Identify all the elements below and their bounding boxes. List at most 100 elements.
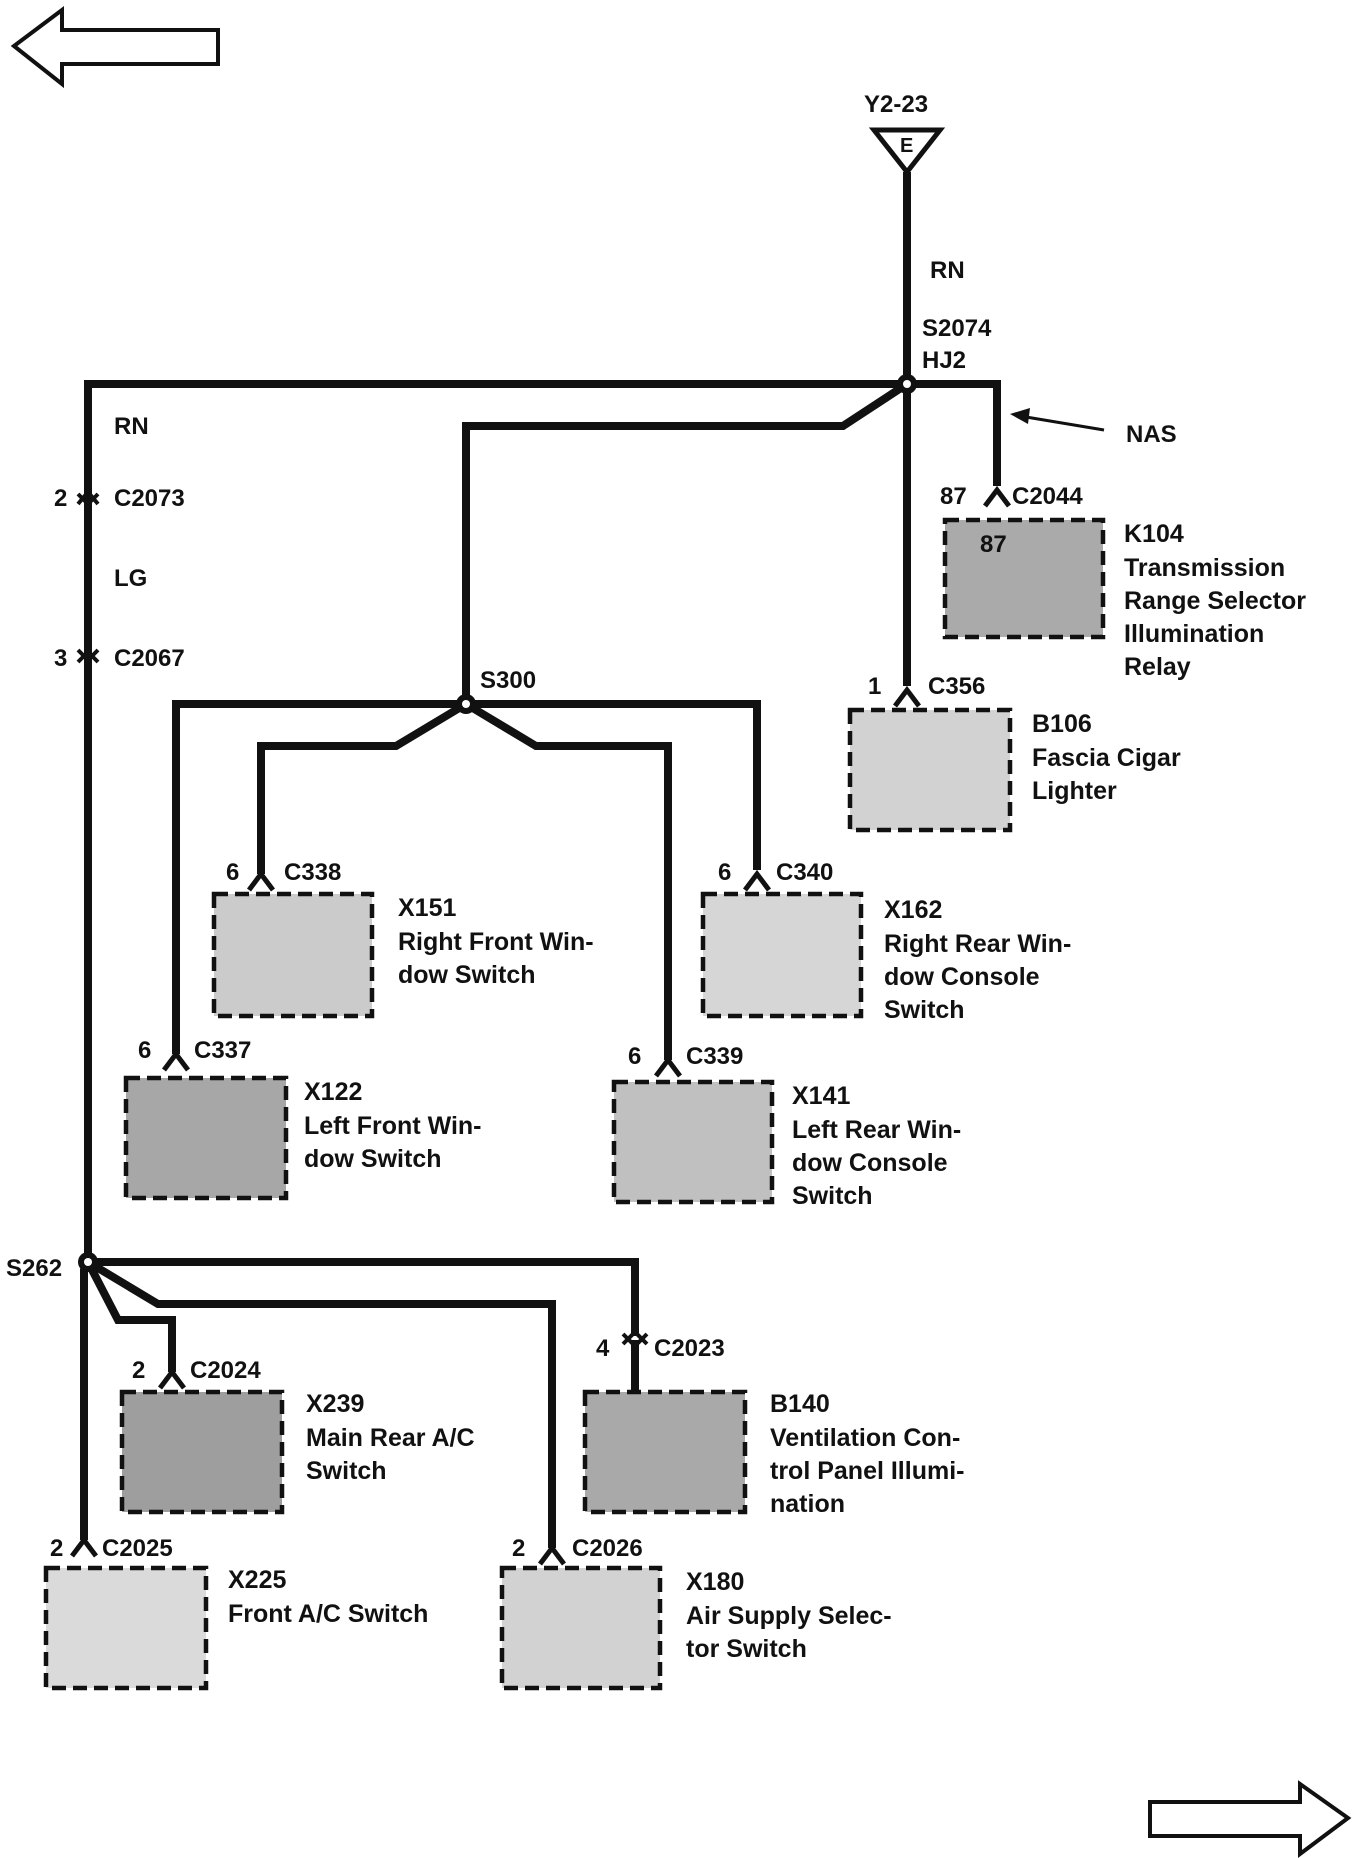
connector-c2024-pin: 2 — [132, 1357, 145, 1384]
splice-points — [78, 374, 917, 1272]
component-x122-id: X122 — [304, 1078, 362, 1106]
connector-c2067-name: C2067 — [114, 645, 185, 672]
component-x162-description: Right Rear Win- dow Console Switch — [884, 930, 1078, 1024]
wire-color-lg-left: LG — [114, 565, 147, 592]
nas-pointer — [1010, 408, 1105, 432]
connector-c356-pin: 1 — [868, 673, 881, 700]
ground-reference: Y2-23 E — [864, 91, 946, 177]
wire-left-main — [80, 380, 92, 1540]
component-b106-box[interactable] — [847, 707, 1013, 833]
component-b140-box[interactable] — [582, 1389, 748, 1515]
right-arrow-icon[interactable] — [1148, 1780, 1352, 1858]
component-x122-description: Left Front Win- dow Switch — [304, 1112, 488, 1173]
component-x151-id: X151 — [398, 894, 456, 922]
connector-c338-cap — [247, 869, 275, 892]
component-b106-id: B106 — [1032, 710, 1092, 738]
component-x239-box[interactable] — [119, 1389, 285, 1515]
connector-c2026-cap — [538, 1543, 566, 1566]
component-k104-description: Transmission Range Selector Illumination… — [1124, 554, 1313, 681]
connector-c338-name: C338 — [284, 859, 341, 886]
component-x162-id: X162 — [884, 896, 942, 924]
component-x141-id: X141 — [792, 1082, 850, 1110]
connector-caps — [70, 485, 1011, 1566]
connector-c2044-pin: 87 — [940, 483, 967, 510]
connector-c339-name: C339 — [686, 1043, 743, 1070]
connector-c339-pin: 6 — [628, 1043, 641, 1070]
connector-c2025-name: C2025 — [102, 1535, 173, 1562]
component-b140-id: B140 — [770, 1390, 830, 1418]
connector-c2025-pin: 2 — [50, 1535, 63, 1562]
labels: RN RN LG NAS S2074 HJ2 S300 S262 2 C2073… — [6, 257, 1313, 1663]
component-x225-description: Front A/C Switch — [228, 1600, 428, 1628]
left-arrow-icon[interactable] — [10, 6, 220, 89]
next-page-arrow[interactable] — [1148, 1780, 1352, 1858]
connector-c337-name: C337 — [194, 1037, 251, 1064]
wire-top-bus — [88, 380, 1001, 486]
connector-c2024-cap — [158, 1367, 186, 1390]
component-x180-id: X180 — [686, 1568, 744, 1596]
ground-triangle-icon — [868, 127, 946, 177]
ground-ref-label: Y2-23 — [864, 91, 928, 118]
connector-c340-name: C340 — [776, 859, 833, 886]
connector-c2073-pin: 2 — [54, 485, 67, 512]
splice-s2074-label: S2074 — [922, 315, 992, 342]
wires — [80, 172, 1001, 1548]
component-x239-description: Main Rear A/C Switch — [306, 1424, 482, 1485]
component-x141-description: Left Rear Win- dow Console Switch — [792, 1116, 968, 1210]
connector-c356-cap — [893, 685, 921, 708]
connector-c339-cap — [654, 1055, 682, 1078]
component-x225-id: X225 — [228, 1566, 286, 1594]
component-x141-box[interactable] — [611, 1079, 775, 1205]
component-x162-box[interactable] — [700, 891, 864, 1019]
wire-s262-to-c2023 — [88, 1258, 639, 1336]
connector-c340-pin: 6 — [718, 859, 731, 886]
component-x180-box[interactable] — [499, 1565, 663, 1691]
connector-c2044-cap — [983, 485, 1011, 508]
component-boxes — [43, 517, 1106, 1691]
nas-note: NAS — [1126, 421, 1177, 448]
wire-color-rn-top: RN — [930, 257, 965, 284]
wire-s262-to-c2024 — [84, 1260, 176, 1372]
splice-s262-label: S262 — [6, 1255, 62, 1282]
connector-c2067-pin: 3 — [54, 645, 67, 672]
component-x225-box[interactable] — [43, 1565, 209, 1691]
arrow-pointer-icon — [1010, 408, 1030, 424]
component-x180-description: Air Supply Selec- tor Switch — [686, 1602, 899, 1663]
wire-s262-to-c2026 — [85, 1258, 556, 1548]
component-b106-description: Fascia Cigar Lighter — [1032, 744, 1188, 805]
component-k104-box[interactable] — [942, 517, 1106, 640]
component-x151-description: Right Front Win- dow Switch — [398, 928, 601, 989]
splice-s300-label: S300 — [480, 667, 536, 694]
connector-c340-cap — [743, 869, 771, 892]
previous-page-arrow[interactable] — [10, 6, 220, 89]
wire-color-rn-left: RN — [114, 413, 149, 440]
connector-c356-name: C356 — [928, 673, 985, 700]
component-k104-id: K104 — [1124, 520, 1184, 548]
wire-s300-to-c338 — [257, 700, 469, 874]
connector-c2044-name: C2044 — [1012, 483, 1083, 510]
connector-c2073-symbol — [76, 488, 100, 507]
ground-letter: E — [900, 135, 913, 157]
connector-c2073-name: C2073 — [114, 485, 185, 512]
wire-s300-to-c339 — [463, 700, 672, 1060]
connector-c2026-name: C2026 — [572, 1535, 643, 1562]
connector-c2026-pin: 2 — [512, 1535, 525, 1562]
connector-c2025-cap — [70, 1535, 98, 1558]
connector-c2067-symbol — [76, 648, 100, 664]
component-k104-inner-pin: 87 — [980, 531, 1007, 558]
inline-connectors — [76, 488, 100, 664]
connector-c2023-name: C2023 — [654, 1335, 725, 1362]
component-b140-description: Ventilation Con- trol Panel Illumi- nati… — [770, 1424, 971, 1518]
connector-c337-pin: 6 — [138, 1037, 151, 1064]
wire-to-s300 — [462, 380, 910, 704]
connector-c2024-name: C2024 — [190, 1357, 261, 1384]
connector-c2023-symbol — [621, 1329, 649, 1349]
splice-s2074-code: HJ2 — [922, 347, 966, 374]
component-x239-id: X239 — [306, 1390, 364, 1418]
component-x151-box[interactable] — [211, 891, 375, 1019]
component-x122-box[interactable] — [123, 1075, 289, 1201]
connector-c338-pin: 6 — [226, 859, 239, 886]
connector-c2023-pin: 4 — [596, 1335, 610, 1362]
connector-c337-cap — [162, 1049, 190, 1072]
